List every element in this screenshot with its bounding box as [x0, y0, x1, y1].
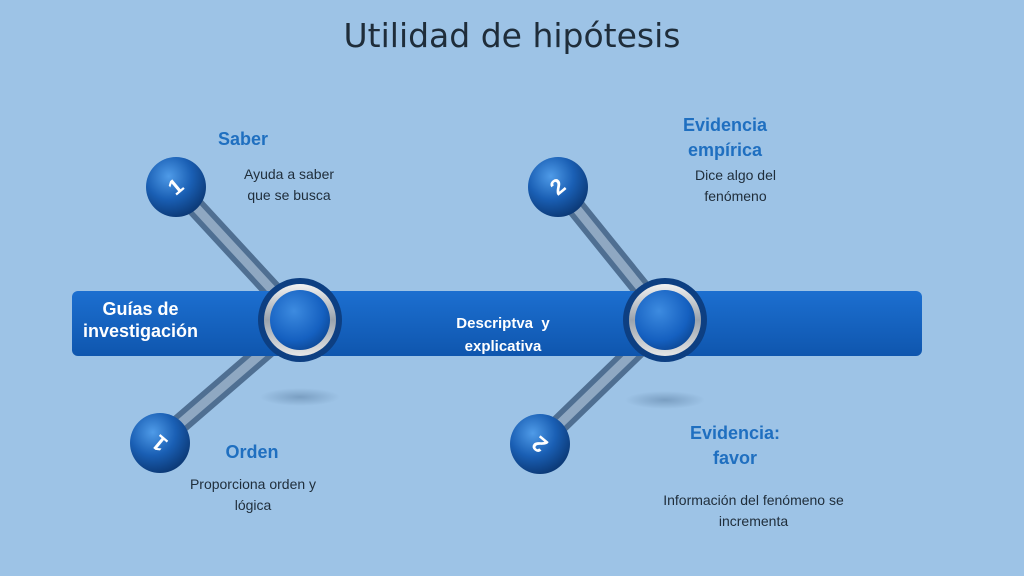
number-ball [528, 157, 588, 217]
number-ball [510, 414, 570, 474]
hub-shadow [260, 388, 340, 406]
heading-evidencia-empirica: Evidencia empírica [682, 115, 768, 160]
hub-left [258, 278, 342, 362]
number-ball [130, 413, 190, 473]
desc-orden: Proporciona orden y lógica [189, 476, 317, 513]
hub-shadow [625, 391, 705, 409]
heading-orden: Orden [225, 442, 279, 462]
desc-saber: Ayuda a saber que se busca [243, 166, 335, 203]
slide-title: Utilidad de hipótesis [343, 16, 681, 55]
heading-saber: Saber [217, 129, 269, 149]
desc-evidencia-favor: Información del fenómeno se incrementa [663, 492, 844, 529]
desc-evidencia-empirica: Dice algo del fenómeno [695, 167, 776, 204]
hub-right [623, 278, 707, 362]
number-ball [146, 157, 206, 217]
heading-evidencia-favor: Evidencia: favor [689, 423, 781, 468]
bar-center-label: Descriptva y explicativa [456, 315, 554, 355]
bar-left-label: Guías de investigación [82, 299, 199, 341]
